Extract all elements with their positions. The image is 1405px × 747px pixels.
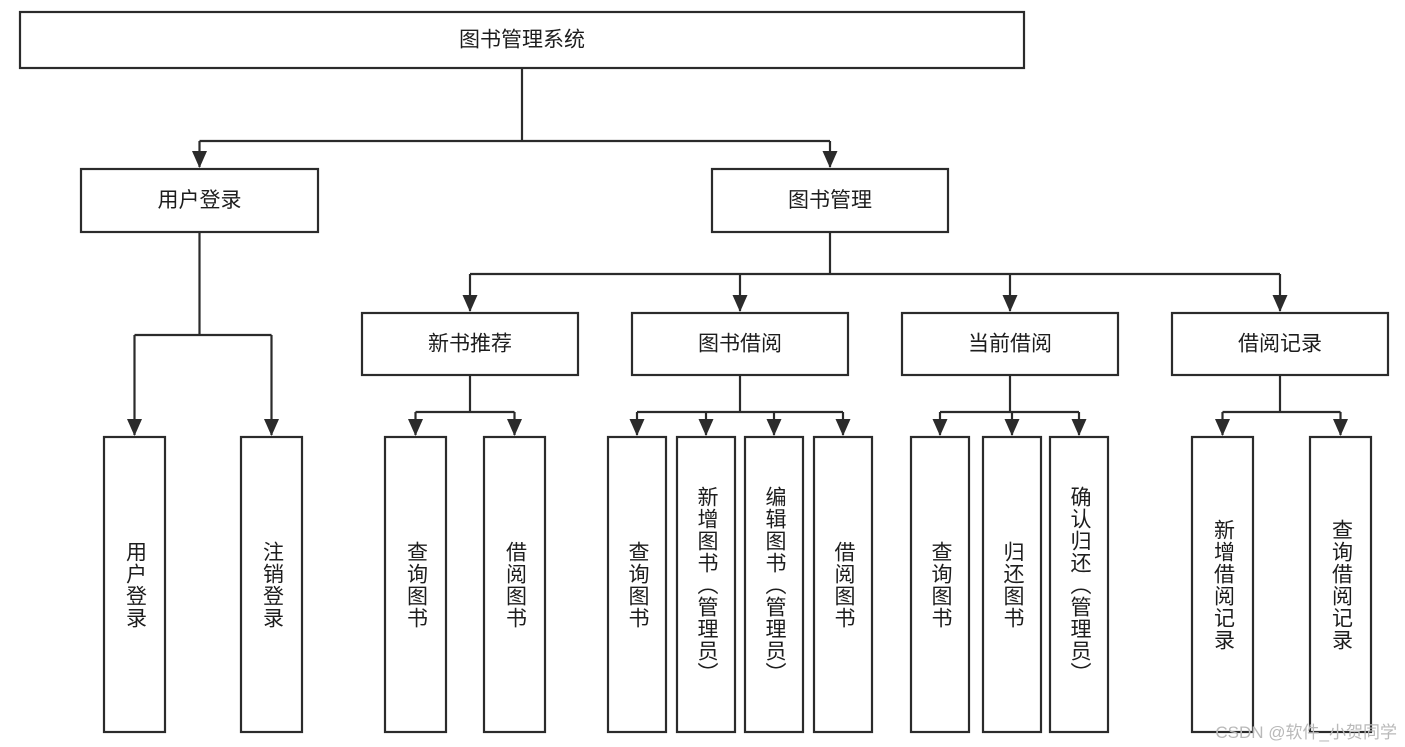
arrow-head-icon [507,419,522,436]
node-label-leaf-return-book: 归还图书 [1001,540,1025,629]
node-leaf-confirm-return[interactable] [1048,435,1110,734]
node-label-leaf-add-record: 新增借阅记录 [1211,518,1235,651]
node-label-leaf-query-book-2: 查询图书 [626,540,650,629]
node-label-leaf-query-book-1: 查询图书 [404,540,428,629]
node-label-leaf-borrow-book-1: 借阅图书 [503,540,527,629]
node-label-root: 图书管理系统 [459,29,585,52]
arrow-head-icon [1004,419,1020,436]
node-label-new-book-recommend: 新书推荐 [428,333,512,356]
node-label-book-borrow: 图书借阅 [698,333,782,356]
arrow-head-icon [629,419,645,436]
arrow-head-icon [127,419,142,436]
csdn-watermark: CSDN @软件_小贺同学 [1215,723,1397,742]
node-label-leaf-user-login: 用户登录 [123,540,147,629]
arrow-head-icon [462,295,478,312]
arrow-head-icon [822,151,838,168]
node-leaf-borrow-book-2[interactable] [812,435,874,734]
node-book-borrow[interactable] [630,311,850,377]
node-book-manage[interactable] [710,167,950,234]
node-current-borrow[interactable] [900,311,1120,377]
node-leaf-query-book-2[interactable] [606,435,668,734]
arrow-head-icon [1002,295,1018,312]
arrow-head-icon [1272,295,1288,312]
connectors-layer [127,68,1348,436]
node-leaf-add-book[interactable] [675,435,737,734]
arrow-head-icon [1333,419,1348,436]
node-leaf-return-book[interactable] [981,435,1043,734]
node-new-book-recommend[interactable] [360,311,580,377]
node-label-leaf-query-book-3: 查询图书 [929,540,953,629]
node-label-leaf-edit-book: 编辑图书（管理员） [763,485,787,684]
node-user-login[interactable] [79,167,320,234]
node-leaf-user-login[interactable] [102,435,167,734]
arrow-head-icon [408,419,423,436]
node-label-book-manage: 图书管理 [788,189,872,212]
arrow-head-icon [766,419,782,436]
node-root[interactable] [18,10,1026,70]
node-borrow-record[interactable] [1170,311,1390,377]
arrow-head-icon [932,419,948,436]
node-label-current-borrow: 当前借阅 [968,333,1052,356]
arrow-head-icon [1071,419,1087,436]
node-leaf-query-book-1[interactable] [383,435,448,734]
arrow-head-icon [192,151,207,168]
node-leaf-edit-book[interactable] [743,435,805,734]
node-label-leaf-borrow-book-2: 借阅图书 [832,540,856,629]
arrow-head-icon [698,419,714,436]
node-leaf-query-record[interactable] [1308,435,1373,734]
node-label-borrow-record: 借阅记录 [1238,333,1322,356]
node-leaf-query-book-3[interactable] [909,435,971,734]
node-leaf-logout[interactable] [239,435,304,734]
node-label-leaf-logout: 注销登录 [260,540,284,629]
node-label-leaf-query-record: 查询借阅记录 [1329,518,1353,651]
node-label-leaf-add-book: 新增图书（管理员） [695,485,719,684]
arrow-head-icon [1215,419,1230,436]
node-leaf-add-record[interactable] [1190,435,1255,734]
node-label-leaf-confirm-return: 确认归还（管理员） [1068,485,1092,684]
node-label-user-login: 用户登录 [158,189,242,212]
arrow-head-icon [264,419,279,436]
node-leaf-borrow-book-1[interactable] [482,435,547,734]
arrow-head-icon [835,419,851,436]
arrow-head-icon [732,295,748,312]
